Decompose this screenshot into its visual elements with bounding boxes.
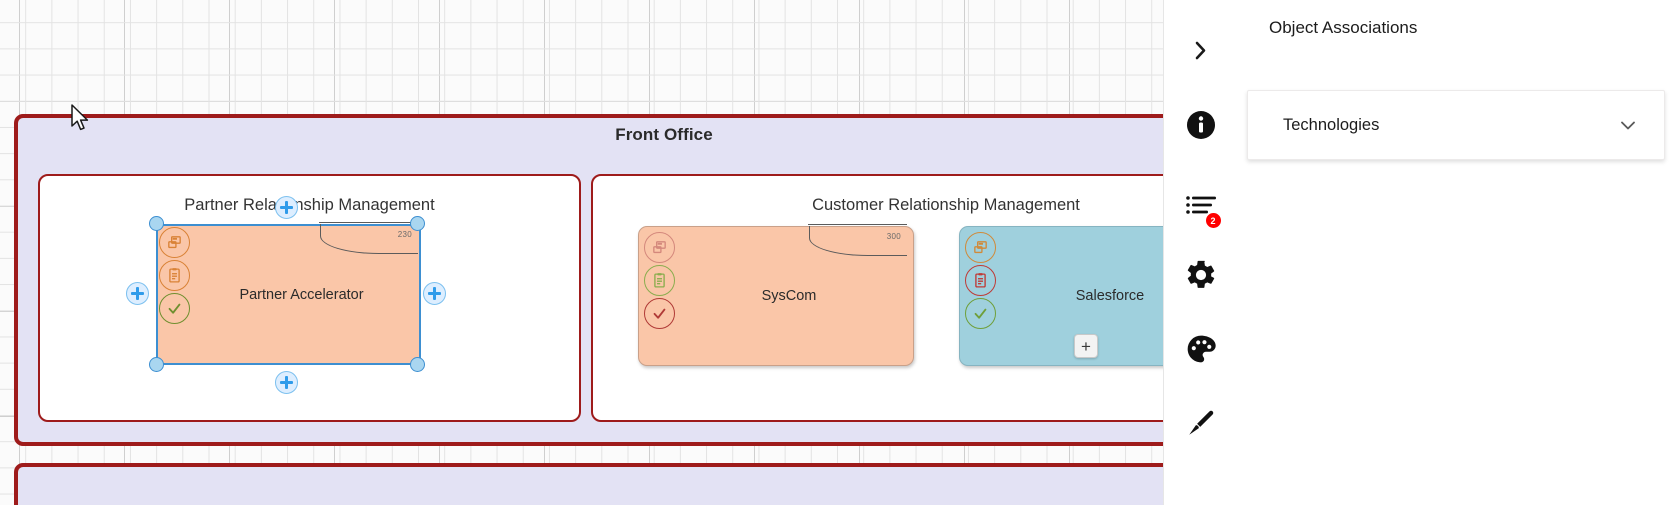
add-relation-top[interactable] bbox=[275, 196, 298, 219]
document-clipboard-icon bbox=[965, 265, 996, 296]
node-status-icons bbox=[159, 227, 190, 324]
lifecycle-ribbon: 300 bbox=[808, 224, 907, 256]
chevron-right-icon[interactable] bbox=[1182, 31, 1220, 69]
application-component-icon bbox=[644, 232, 675, 263]
check-circle-icon bbox=[644, 298, 675, 329]
node-add-button[interactable]: + bbox=[1074, 334, 1098, 358]
check-circle-icon bbox=[965, 298, 996, 329]
palette-icon[interactable] bbox=[1182, 330, 1220, 368]
accordion-technologies[interactable]: Technologies bbox=[1247, 90, 1665, 160]
application-component-icon bbox=[965, 232, 996, 263]
selection-handle-bottom-left[interactable] bbox=[149, 357, 164, 372]
group-second[interactable] bbox=[14, 463, 1163, 505]
document-clipboard-icon bbox=[159, 260, 190, 291]
rail-icon-strip: 2 bbox=[1164, 0, 1237, 505]
ribbon-value: 300 bbox=[886, 232, 901, 241]
document-clipboard-icon bbox=[644, 265, 675, 296]
node-status-icons bbox=[965, 232, 996, 329]
node-partner-accelerator[interactable]: 230 bbox=[156, 222, 421, 365]
right-side-panel: 2 bbox=[1163, 0, 1670, 505]
check-circle-icon bbox=[159, 293, 190, 324]
gear-icon[interactable] bbox=[1182, 256, 1220, 294]
selection-handle-bottom-right[interactable] bbox=[410, 357, 425, 372]
capability-title-crm: Customer Relationship Management bbox=[812, 196, 1080, 214]
selection-handle-top-left[interactable] bbox=[149, 216, 164, 231]
node-status-icons bbox=[644, 232, 675, 329]
chevron-down-icon[interactable] bbox=[1618, 115, 1638, 135]
node-syscom[interactable]: 300 bbox=[638, 224, 914, 366]
list-properties-icon[interactable]: 2 bbox=[1182, 188, 1222, 229]
ribbon-value: 230 bbox=[397, 230, 412, 239]
group-title-front-office: Front Office bbox=[615, 125, 713, 144]
diagram-canvas[interactable]: Front Office Partner Relationship Manage… bbox=[0, 0, 1163, 505]
lifecycle-ribbon: 230 bbox=[319, 222, 418, 254]
paintbrush-icon[interactable] bbox=[1182, 404, 1220, 442]
list-badge-count: 2 bbox=[1204, 212, 1222, 229]
selection-handle-top-right[interactable] bbox=[410, 216, 425, 231]
panel-heading: Object Associations bbox=[1269, 18, 1418, 37]
rail-content: Object Associations Technologies bbox=[1237, 0, 1670, 505]
capability-title-prm: Partner Relationship Management bbox=[184, 196, 435, 214]
application-component-icon bbox=[159, 227, 190, 258]
add-relation-right[interactable] bbox=[423, 282, 446, 305]
add-relation-bottom[interactable] bbox=[275, 371, 298, 394]
accordion-label: Technologies bbox=[1283, 115, 1380, 134]
node-salesforce[interactable]: Salesforce + bbox=[959, 226, 1163, 366]
add-relation-left[interactable] bbox=[126, 282, 149, 305]
accordion-header-row[interactable]: Technologies bbox=[1248, 91, 1664, 159]
info-circle-icon[interactable] bbox=[1182, 106, 1220, 144]
